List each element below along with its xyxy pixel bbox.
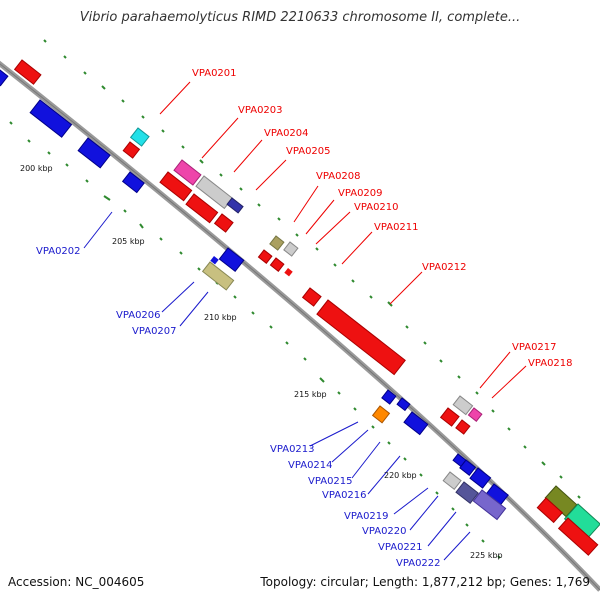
gene-block-gray-small <box>283 241 299 257</box>
gene-block-fwd-6 <box>269 257 285 272</box>
gene-label[interactable]: VPA0209 <box>338 188 383 199</box>
reverse-leader-lines <box>83 211 471 561</box>
scale-label: 225 kbp <box>470 551 503 560</box>
gene-block-rev-8 <box>396 397 411 412</box>
gene-block-fwd-2 <box>159 171 193 202</box>
tick-marks <box>9 39 581 559</box>
gene-label[interactable]: VPA0202 <box>36 246 81 257</box>
gene-block-rev-9 <box>403 411 429 436</box>
gene-label[interactable]: VPA0222 <box>396 558 441 569</box>
gene-label[interactable]: VPA0217 <box>512 342 557 353</box>
gene-label[interactable]: VPA0204 <box>264 128 309 139</box>
forward-genes <box>13 59 600 556</box>
gene-block-fwd-small <box>122 141 141 159</box>
gene-block-fwd-5 <box>257 249 273 264</box>
scale-labels: 200 kbp 205 kbp 210 kbp 215 kbp 220 kbp … <box>20 164 503 560</box>
gene-block-rev-4 <box>121 171 145 194</box>
scale-label: 205 kbp <box>112 237 145 246</box>
gene-block-fwd-11 <box>536 497 564 524</box>
gene-block-pink-2 <box>467 407 483 422</box>
gene-block-fwd-8 <box>301 287 322 307</box>
gene-block-olive-small <box>269 235 285 251</box>
gene-block-rev-1 <box>0 69 9 87</box>
gene-label[interactable]: VPA0207 <box>132 326 177 337</box>
scale-label: 220 kbp <box>384 471 417 480</box>
gene-label[interactable]: VPA0206 <box>116 310 161 321</box>
gene-block-rev-3 <box>77 137 111 169</box>
scale-label: 210 kbp <box>204 313 237 322</box>
gene-label[interactable]: VPA0215 <box>308 476 353 487</box>
gene-block-fwd-9 <box>439 407 460 427</box>
reverse-gene-labels: VPA0202 VPA0206 VPA0207 VPA0213 VPA0214 … <box>36 246 441 569</box>
gene-label[interactable]: VPA0221 <box>378 542 423 553</box>
gene-block-fwd-10 <box>455 419 471 435</box>
gene-block-purple <box>226 197 244 214</box>
gene-block-fwd-1 <box>13 59 42 85</box>
map-title: Vibrio parahaemolyticus RIMD 2210633 chr… <box>79 10 521 25</box>
gene-block-orange <box>371 405 391 424</box>
gene-block-rev-11 <box>459 459 477 476</box>
topology-summary: Topology: circular; Length: 1,877,212 bp… <box>260 575 590 589</box>
gene-block-rev-12 <box>469 467 492 489</box>
gene-label[interactable]: VPA0201 <box>192 68 237 79</box>
gene-label[interactable]: VPA0216 <box>322 490 367 501</box>
gene-label[interactable]: VPA0214 <box>288 460 333 471</box>
reverse-genes <box>0 69 509 521</box>
gene-block-fwd-7 <box>284 268 293 277</box>
forward-leader-lines <box>159 81 527 399</box>
accession-text: Accession: NC_004605 <box>8 575 145 589</box>
gene-block-pink <box>173 159 202 186</box>
gene-label[interactable]: VPA0220 <box>362 526 407 537</box>
gene-label[interactable]: VPA0211 <box>374 222 419 233</box>
gene-block-rev-2 <box>29 99 73 138</box>
gene-block-rev-6 <box>210 256 219 265</box>
scale-label: 215 kbp <box>294 390 327 399</box>
gene-block-lavender <box>472 489 507 521</box>
forward-gene-labels: VPA0201 VPA0203 VPA0204 VPA0205 VPA0208 … <box>192 68 573 369</box>
gene-label[interactable]: VPA0218 <box>528 358 573 369</box>
gene-label[interactable]: VPA0212 <box>422 262 467 273</box>
gene-label[interactable]: VPA0219 <box>344 511 389 522</box>
gene-block-fwd-long <box>316 299 406 376</box>
gene-block-gray-2 <box>452 395 474 416</box>
gene-block-fwd-12 <box>557 517 599 556</box>
gene-label[interactable]: VPA0203 <box>238 105 283 116</box>
scale-label: 200 kbp <box>20 164 53 173</box>
gene-label[interactable]: VPA0213 <box>270 444 315 455</box>
gene-block-olive <box>201 261 235 291</box>
gene-label[interactable]: VPA0210 <box>354 202 399 213</box>
gene-block-rev-5 <box>218 247 245 273</box>
gene-label[interactable]: VPA0208 <box>316 171 361 182</box>
gene-block-fwd-4 <box>213 213 234 233</box>
gene-block-cyan <box>129 127 150 147</box>
gene-block-gray-3 <box>442 471 462 490</box>
gene-block-fwd-3 <box>185 193 219 224</box>
gene-block-slate <box>455 481 479 505</box>
gene-block-rev-7 <box>381 389 397 405</box>
gene-label[interactable]: VPA0205 <box>286 146 331 157</box>
